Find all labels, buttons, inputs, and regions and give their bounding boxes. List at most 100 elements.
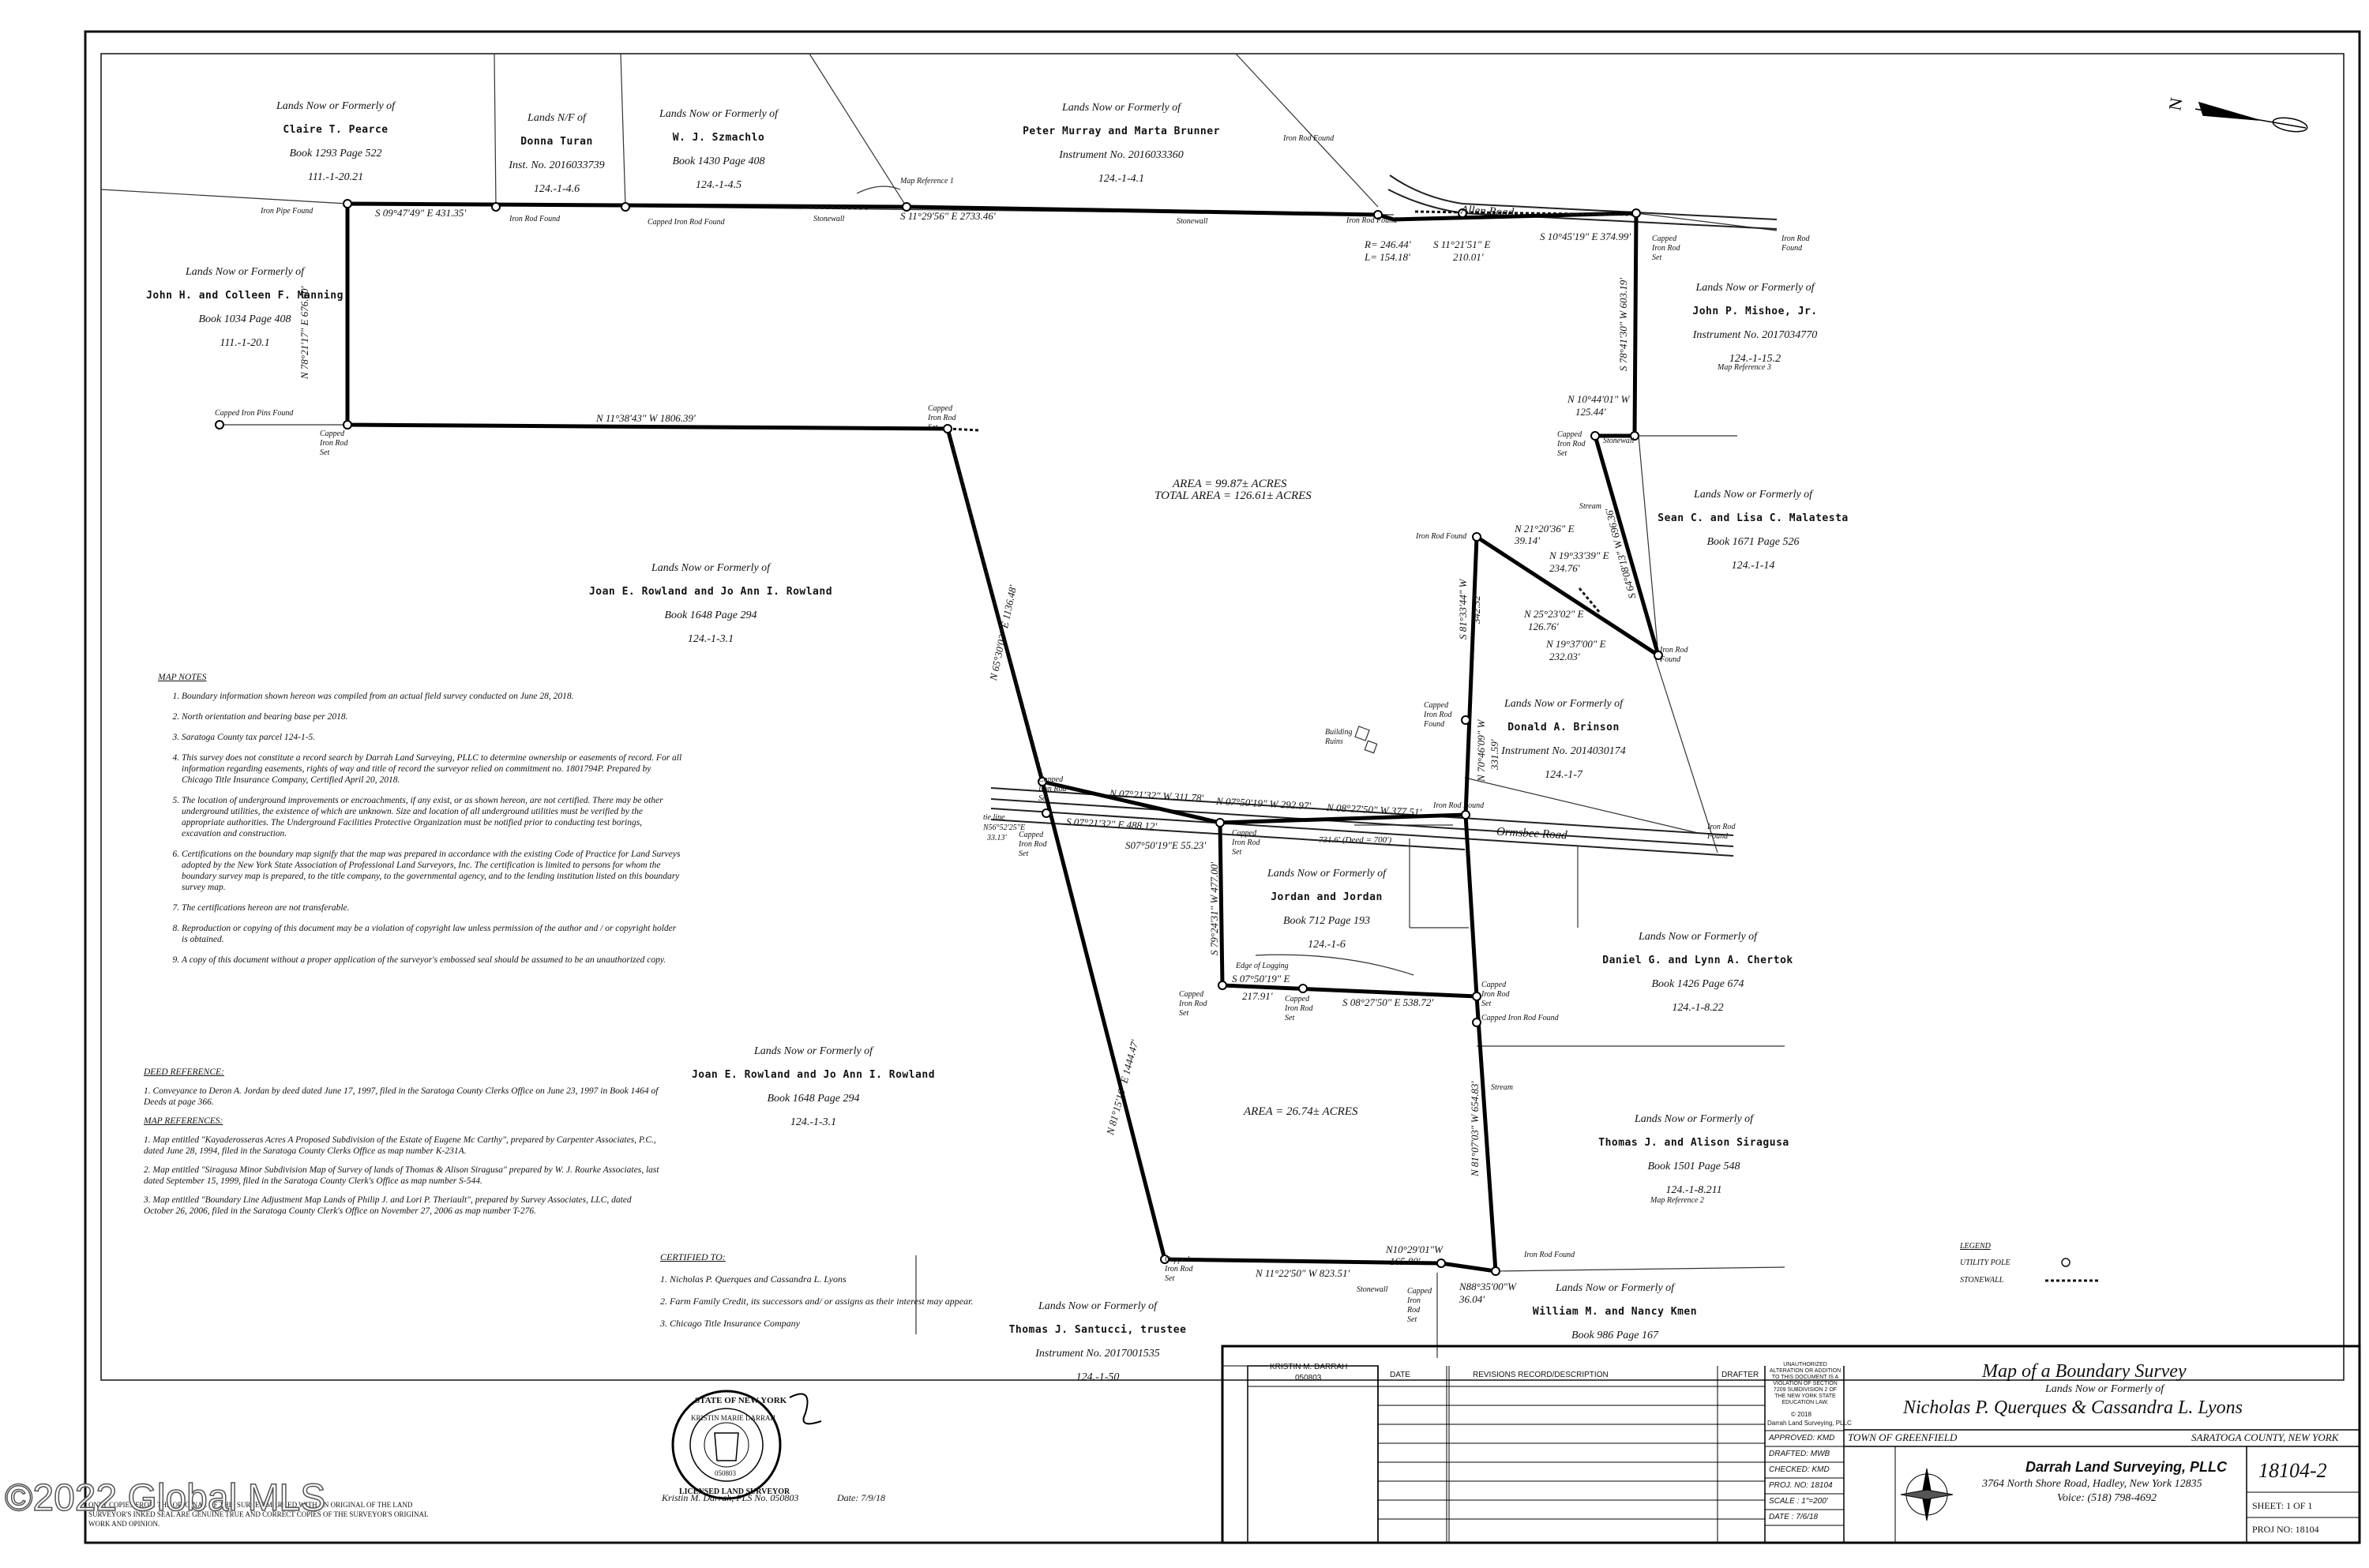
- certified-item: 1. Nicholas P. Querques and Cassandra L.…: [660, 1274, 847, 1285]
- owner-parcel: 124.-1-14: [1731, 560, 1775, 572]
- marker-label: Iron Pipe Found: [261, 207, 313, 216]
- bearing-label: 217.91': [1242, 990, 1273, 1002]
- marker-label: Iron Rod Found: [1416, 532, 1467, 541]
- allen-road-label: Allen Road: [1460, 204, 1515, 219]
- bearing-label: 731.6' (Deed = 700'): [1319, 835, 1392, 845]
- marker-label: Capped Iron Rod Found: [1424, 701, 1452, 729]
- owner-turan: Lands N/F of Donna Turan Inst. No. 20160…: [486, 107, 628, 201]
- marker-label: Iron Rod Found: [1781, 234, 1810, 253]
- bearing-label: 126.76': [1528, 621, 1559, 632]
- owner-heading: Lands Now or Formerly of: [1693, 489, 1813, 501]
- edge-of-logging-label: Edge of Logging: [1236, 962, 1289, 970]
- bearing-label: 210.01': [1453, 251, 1484, 263]
- owner-book: Instrument No. 2016033360: [1059, 149, 1184, 161]
- bearing-label: 234.76': [1549, 562, 1580, 574]
- owner-name: Donald A. Brinson: [1507, 722, 1620, 733]
- owner-parcel: 124.-1-8.22: [1672, 1002, 1724, 1014]
- map-reference-label: Map Reference 2: [1650, 1196, 1704, 1205]
- marker-label: Capped Iron Rod Set: [1179, 990, 1207, 1018]
- owner-name: Peter Murray and Marta Brunner: [1023, 126, 1220, 137]
- owner-parcel: 111.-1-20.1: [220, 337, 270, 349]
- tb-warning: UNAUTHORIZED ALTERATION OR ADDITION TO T…: [1769, 1362, 1842, 1405]
- bearing-label: N 78°21'17" E 676.60': [298, 286, 310, 379]
- bearing-label: N 25°23'02" E: [1524, 608, 1584, 620]
- watermark: ©2022 Global MLS: [4, 1476, 326, 1520]
- map-note: North orientation and bearing base per 2…: [182, 711, 683, 722]
- map-note: A copy of this document without a proper…: [182, 955, 683, 966]
- owner-siragusa: Lands Now or Formerly of Thomas J. and A…: [1579, 1108, 1808, 1202]
- owner-heading: Lands Now or Formerly of: [651, 562, 771, 574]
- legend-heading: LEGEND: [1960, 1242, 1991, 1251]
- bearing-label: 125.44': [1575, 406, 1606, 418]
- marker-label: Capped Iron Rod Set: [1038, 775, 1067, 803]
- owner-book: Book 1034 Page 408: [198, 313, 291, 325]
- marker-label: Capped Iron Rod Set: [1652, 234, 1680, 262]
- tb-surveyor-name: KRISTIN M. DARRAH: [1270, 1363, 1348, 1371]
- tb-county: SARATOGA COUNTY, NEW YORK: [2191, 1431, 2339, 1443]
- owner-name: Joan E. Rowland and Jo Ann I. Rowland: [691, 1069, 936, 1081]
- stonewall-label: Stonewall: [1603, 437, 1635, 445]
- signature-date: Date: 7/9/18: [837, 1492, 885, 1503]
- seal-number: 050803: [715, 1469, 736, 1477]
- owner-book: Book 1648 Page 294: [767, 1093, 860, 1105]
- tb-title: Map of a Boundary Survey: [1982, 1361, 2187, 1382]
- marker-label: Iron Rod Found: [1346, 216, 1398, 225]
- north-arrow-icon: N: [2164, 96, 2308, 133]
- tb-town: TOWN OF GREENFIELD: [1848, 1431, 1958, 1443]
- owner-heading: Lands N/F of: [527, 112, 586, 124]
- svg-text:N: N: [2164, 96, 2186, 112]
- deed-text: 1. Conveyance to Deron A. Jordan by deed…: [144, 1086, 659, 1107]
- map-reference-label: Map Reference 3: [1718, 363, 1771, 372]
- total-area-label: TOTAL AREA = 126.61± ACRES: [1154, 490, 1312, 502]
- marker-label: Capped Iron Rod Set: [928, 404, 956, 432]
- marker-label: Capped Iron Rod Set: [320, 430, 348, 457]
- seal-bottom: LICENSED LAND SURVEYOR: [679, 1487, 790, 1496]
- owner-parcel: 124.-1-3.1: [790, 1116, 837, 1128]
- marker-label: Capped Iron Rod Set: [1232, 829, 1260, 857]
- bearing-label: 36.04': [1459, 1293, 1485, 1305]
- marker-label: Capped Iron Rod Set: [1481, 981, 1510, 1008]
- owner-kmen: Lands Now or Formerly of William M. and …: [1516, 1277, 1714, 1348]
- tb-company: Darrah Land Surveying, PLLC: [2025, 1459, 2228, 1475]
- marker-label: Capped Iron Rod Found: [648, 218, 725, 227]
- owner-book: Book 1426 Page 674: [1651, 978, 1744, 990]
- misc-features: [856, 186, 1414, 976]
- owner-book: Book 1293 Page 522: [289, 148, 382, 159]
- stonewall-label: Stonewall: [1177, 217, 1208, 226]
- owner-name: Thomas J. and Alison Siragusa: [1598, 1137, 1789, 1149]
- owner-parcel: 124.-1-50: [1076, 1371, 1120, 1383]
- bearing-label: S 09°47'49" E 431.35': [375, 207, 467, 219]
- owner-parcel: 111.-1-20.21: [307, 171, 364, 183]
- marker-label: Capped Iron Rod Set: [1019, 831, 1047, 858]
- owner-malatesta: Lands Now or Formerly of Sean C. and Lis…: [1639, 483, 1868, 578]
- bearing-label: S 11°21'51" E: [1433, 238, 1491, 250]
- seal-name: KRISTIN MARIE DARRAH: [691, 1414, 776, 1422]
- owner-name: Daniel G. and Lynn A. Chertok: [1602, 955, 1793, 966]
- disclaimer: ONLY COPIES FROM THE ORIGINAL OF THIS SU…: [88, 1501, 429, 1528]
- stonewalls: [809, 206, 1635, 1262]
- tb-subtitle: Lands Now or Formerly of: [2045, 1383, 2164, 1395]
- tb-surveyor-no: 050803: [1295, 1374, 1322, 1382]
- marker-label: Iron Rod Found: [1660, 646, 1688, 664]
- bearing-label: 232.03': [1549, 651, 1580, 662]
- bearing-label: N 11°22'50" W 823.51': [1256, 1267, 1350, 1279]
- owner-murray-brunner: Lands Now or Formerly of Peter Murray an…: [999, 96, 1244, 191]
- owner-heading: Lands Now or Formerly of: [659, 108, 779, 120]
- map-reference: 2. Map entitled "Siragusa Minor Subdivis…: [144, 1165, 659, 1186]
- bearing-label: S07°50'19"E 55.23': [1125, 839, 1207, 851]
- owner-parcel: 124.-1-4.1: [1098, 173, 1145, 185]
- tb-address: 3764 North Shore Road, Hadley, New York …: [1982, 1478, 2202, 1490]
- owner-mishoe: Lands Now or Formerly of John P. Mishoe,…: [1658, 276, 1852, 371]
- tie-line-bearing: N56°52'25"E: [983, 823, 1026, 832]
- owner-name: Claire T. Pearce: [283, 124, 389, 136]
- tb-date: DATE : 7/6/18: [1769, 1513, 1819, 1521]
- owner-pearce: Lands Now or Formerly of Claire T. Pearc…: [237, 95, 434, 189]
- bearing-label: S 11°29'56" E 2733.46': [900, 210, 996, 222]
- owner-name: Jordan and Jordan: [1271, 891, 1383, 903]
- deed-heading: DEED REFERENCE:: [144, 1067, 224, 1077]
- map-note: The certifications hereon are not transf…: [182, 902, 683, 913]
- tb-approved: APPROVED: KMD: [1769, 1434, 1835, 1442]
- bearing-label: L= 154.18': [1365, 251, 1410, 263]
- building-ruins-label: Building Ruins: [1325, 728, 1353, 746]
